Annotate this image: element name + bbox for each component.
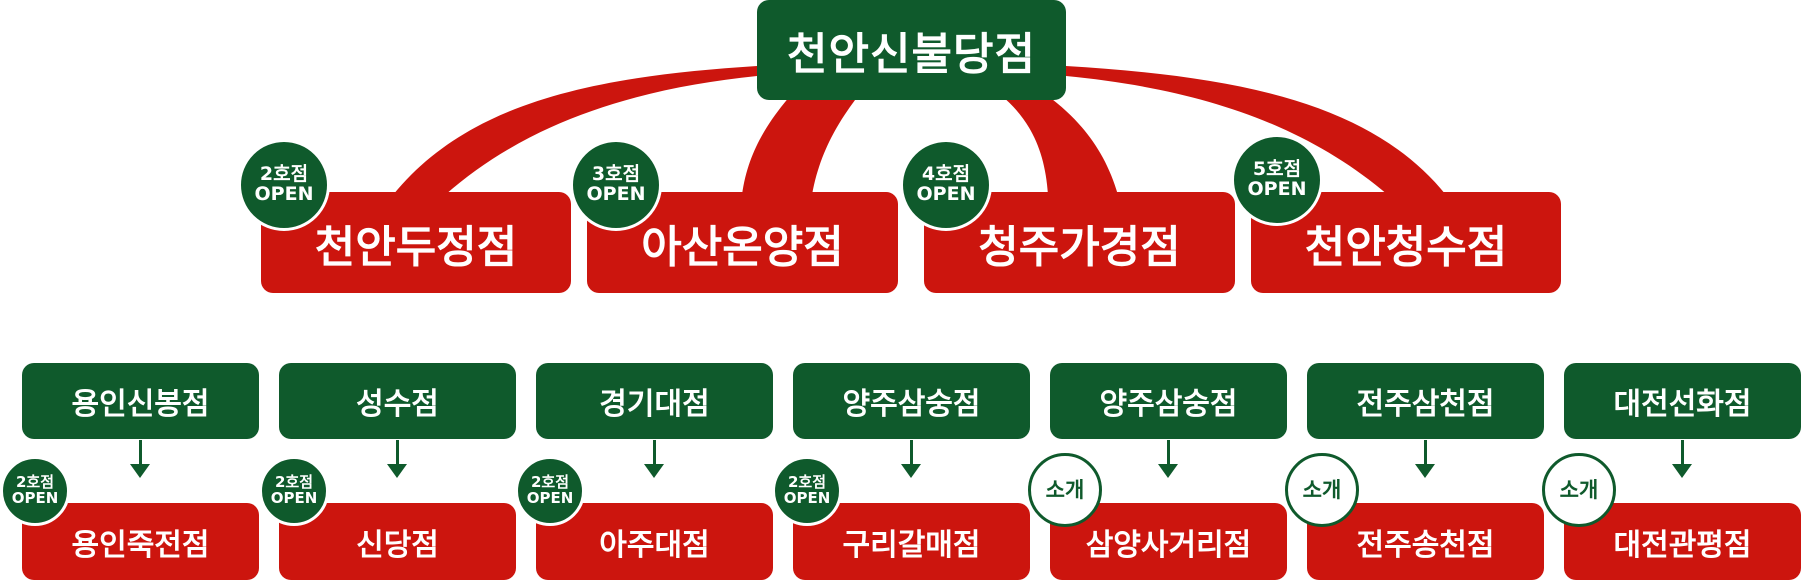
source-store-yangju-samsung: 양주삼숭점 [793, 363, 1030, 439]
intro-badge: 소개 [1542, 453, 1616, 527]
source-store-label: 양주삼숭점 [1099, 387, 1238, 422]
source-store-daejeon-seonhwa: 대전선화점 [1564, 363, 1801, 439]
target-store-label: 삼양사거리점 [1085, 527, 1252, 563]
source-store-label: 대전선화점 [1613, 387, 1752, 422]
source-store-seongsu: 성수점 [279, 363, 516, 439]
open-badge: 2호점 OPEN [238, 139, 330, 231]
open-badge: 2호점 OPEN [515, 456, 585, 526]
target-store-guri-galmae: 구리갈매점 [793, 503, 1030, 580]
badge-line1: 5호점 [1252, 158, 1302, 181]
source-store-label: 성수점 [356, 387, 439, 422]
source-store-kyonggi-univ: 경기대점 [536, 363, 773, 439]
source-store-yongin-sinbong: 용인신봉점 [22, 363, 259, 439]
badge-line1: 2호점 [274, 473, 314, 492]
store-cheonan-dujeong: 천안두정점 [261, 192, 571, 293]
arc-to-cheonan-cheongsu [1066, 66, 1446, 195]
source-store-label: 용인신봉점 [71, 387, 210, 422]
badge-line2: OPEN [254, 183, 314, 205]
target-store-label: 아주대점 [599, 527, 710, 563]
open-badge: 4호점 OPEN [900, 139, 992, 231]
badge-line2: OPEN [1247, 178, 1307, 200]
target-store-label: 구리갈매점 [842, 527, 981, 563]
target-store-label: 전주송천점 [1356, 527, 1495, 563]
source-store-jeonju-samcheon: 전주삼천점 [1307, 363, 1544, 439]
intro-badge: 소개 [1285, 453, 1359, 527]
source-store-label: 양주삼숭점 [842, 387, 981, 422]
badge-line1: 4호점 [921, 163, 971, 186]
badge-line2: OPEN [11, 489, 59, 507]
badge-line2: OPEN [526, 489, 574, 507]
store-label: 아산온양점 [641, 221, 844, 273]
target-store-label: 대전관평점 [1613, 527, 1752, 563]
store-cheonan-cheongsu: 천안청수점 [1251, 192, 1561, 293]
store-label: 청주가경점 [978, 221, 1181, 273]
target-store-label: 신당점 [356, 527, 439, 563]
badge-line2: OPEN [783, 489, 831, 507]
badge-line1: 소개 [1559, 477, 1599, 502]
root-store-label: 천안신불당점 [787, 29, 1036, 80]
open-badge: 3호점 OPEN [570, 139, 662, 231]
store-label: 천안청수점 [1304, 221, 1508, 273]
badge-line2: OPEN [586, 183, 646, 205]
open-badge: 2호점 OPEN [0, 456, 70, 526]
source-store-label: 전주삼천점 [1356, 387, 1495, 422]
badge-line1: 2호점 [530, 473, 570, 492]
badge-line1: 2호점 [259, 163, 309, 186]
root-store-cheonan-buldang: 천안신불당점 [757, 0, 1066, 100]
badge-line1: 2호점 [15, 473, 55, 492]
badge-line1: 소개 [1302, 477, 1342, 502]
arc-to-cheonan-dujeong [393, 66, 757, 195]
target-store-ajou-univ: 아주대점 [536, 503, 773, 580]
badge-line1: 3호점 [591, 163, 641, 186]
target-store-samyang-sageori: 삼양사거리점 [1050, 503, 1287, 580]
arc-to-cheongju-gagyeong [1002, 96, 1118, 195]
open-badge: 2호점 OPEN [259, 456, 329, 526]
open-badge: 5호점 OPEN [1231, 134, 1323, 226]
open-badge: 2호점 OPEN [772, 456, 842, 526]
store-label: 천안두정점 [314, 221, 518, 273]
badge-line1: 소개 [1045, 477, 1085, 502]
badge-line2: OPEN [916, 183, 976, 205]
badge-line2: OPEN [270, 489, 318, 507]
source-store-yangju-samsung-2: 양주삼숭점 [1050, 363, 1287, 439]
badge-line1: 2호점 [787, 473, 827, 492]
target-store-yongin-jukjeon: 용인죽전점 [22, 503, 259, 580]
intro-badge: 소개 [1028, 453, 1102, 527]
target-store-label: 용인죽전점 [71, 527, 210, 563]
source-store-label: 경기대점 [599, 387, 710, 422]
arc-to-asan-onyang [742, 96, 858, 195]
